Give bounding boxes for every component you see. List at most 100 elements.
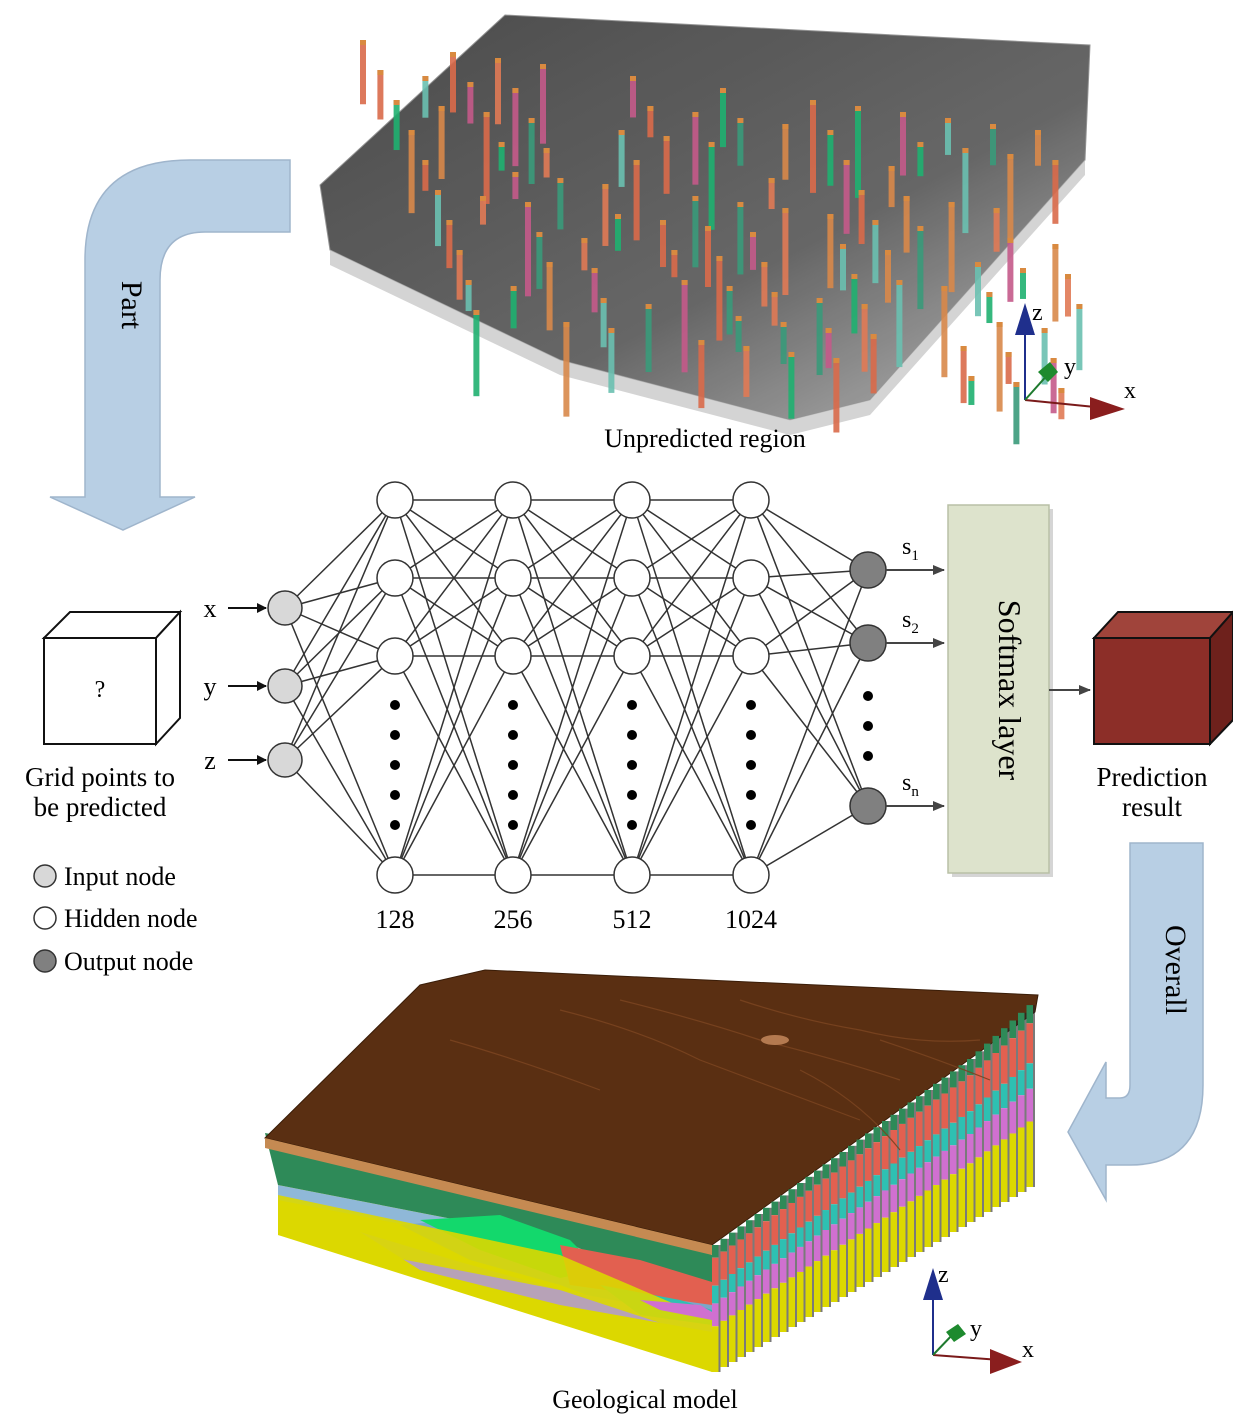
strata-stripe bbox=[882, 1121, 889, 1137]
borehole bbox=[633, 160, 640, 241]
stripe-gap bbox=[829, 1164, 831, 1307]
output-node bbox=[849, 551, 887, 589]
strata-stripe bbox=[1001, 1139, 1008, 1202]
borehole bbox=[1005, 352, 1012, 384]
input-node-y bbox=[267, 668, 303, 704]
network-edge bbox=[750, 642, 869, 657]
borehole-cap bbox=[1065, 274, 1071, 279]
borehole bbox=[896, 280, 903, 368]
strata-stripe bbox=[924, 1090, 931, 1106]
strata-stripe bbox=[873, 1127, 880, 1143]
legend-output-node: Output node bbox=[64, 947, 193, 976]
borehole bbox=[1007, 238, 1014, 302]
strata-stripe bbox=[848, 1192, 855, 1214]
borehole bbox=[645, 304, 652, 372]
unknown-class-mark: ? bbox=[95, 677, 106, 703]
hidden-node-legend-icon bbox=[33, 906, 57, 930]
borehole bbox=[377, 70, 384, 120]
strata-stripe bbox=[822, 1164, 829, 1179]
strata-stripe bbox=[788, 1277, 795, 1327]
borehole bbox=[948, 202, 955, 293]
strata-stripe bbox=[754, 1214, 761, 1228]
output-label: sn bbox=[902, 770, 919, 800]
strata-stripe bbox=[754, 1299, 761, 1347]
z-axis-arrow-icon bbox=[923, 1268, 943, 1300]
strata-stripe bbox=[916, 1096, 923, 1112]
strata-stripe bbox=[831, 1250, 838, 1302]
strata-stripe bbox=[967, 1133, 974, 1164]
borehole-cap bbox=[540, 64, 546, 69]
strata-stripe bbox=[865, 1133, 872, 1149]
strata-stripe bbox=[720, 1251, 727, 1280]
strata-stripe bbox=[916, 1111, 923, 1147]
stripe-gap bbox=[803, 1183, 806, 1322]
borehole bbox=[990, 124, 996, 166]
borehole bbox=[870, 334, 877, 394]
strata-stripe bbox=[771, 1288, 778, 1337]
borehole bbox=[615, 214, 621, 251]
borehole bbox=[602, 184, 609, 246]
strata-stripe bbox=[831, 1172, 838, 1205]
input-node-z bbox=[267, 742, 303, 778]
borehole bbox=[888, 166, 895, 208]
borehole bbox=[1020, 268, 1026, 299]
borehole-cap bbox=[546, 262, 553, 267]
borehole bbox=[698, 340, 705, 409]
borehole bbox=[557, 178, 564, 230]
prediction-caption-line1: Prediction bbox=[1097, 762, 1208, 792]
borehole-cap bbox=[716, 256, 723, 261]
strata-stripe bbox=[984, 1151, 991, 1212]
strata-stripe bbox=[865, 1228, 872, 1282]
output-node bbox=[849, 624, 887, 662]
softmax-layer-box: Softmax layer bbox=[947, 504, 1053, 877]
strata-stripe bbox=[924, 1105, 931, 1141]
hidden-node bbox=[376, 637, 414, 675]
strata-stripe bbox=[712, 1245, 719, 1258]
strata-stripe bbox=[763, 1293, 770, 1342]
strata-stripe bbox=[899, 1206, 906, 1262]
borehole bbox=[563, 322, 570, 417]
strata-stripe bbox=[992, 1114, 999, 1146]
ellipsis-dot bbox=[746, 760, 756, 770]
hidden-layer-size-label: 1024 bbox=[725, 905, 777, 934]
network-edge bbox=[512, 577, 633, 876]
strata-stripe bbox=[899, 1108, 906, 1124]
strata-stripe bbox=[712, 1257, 719, 1286]
borehole-cap bbox=[645, 304, 652, 309]
strata-stripe bbox=[950, 1145, 957, 1175]
network-edge bbox=[284, 499, 396, 609]
legend-hidden-node: Hidden node bbox=[64, 904, 198, 933]
strata-stripe bbox=[712, 1326, 719, 1372]
stripe-gap bbox=[914, 1102, 916, 1257]
input-label-y: y bbox=[204, 672, 217, 701]
borehole bbox=[465, 280, 472, 312]
borehole bbox=[855, 106, 861, 198]
strata-stripe bbox=[822, 1178, 829, 1211]
strata-stripe bbox=[975, 1127, 982, 1158]
strata-stripe bbox=[941, 1150, 948, 1180]
network-edge bbox=[512, 577, 633, 657]
hidden-node bbox=[613, 856, 651, 894]
borehole-cap bbox=[1058, 388, 1065, 393]
borehole-cap bbox=[1076, 304, 1083, 309]
borehole-cap bbox=[888, 166, 895, 171]
borehole-cap bbox=[858, 190, 865, 195]
strata-stripe bbox=[950, 1071, 957, 1088]
strata-stripe bbox=[882, 1136, 889, 1170]
strata-stripe bbox=[1026, 1005, 1033, 1024]
strata-stripe bbox=[933, 1185, 940, 1242]
strata-stripe bbox=[746, 1220, 753, 1234]
borehole bbox=[546, 262, 553, 331]
x-axis-arrow-icon bbox=[990, 1349, 1022, 1374]
borehole-cap bbox=[962, 148, 969, 153]
strata-stripe bbox=[814, 1261, 821, 1312]
borehole-cap bbox=[1052, 244, 1059, 249]
borehole-cap bbox=[498, 142, 505, 147]
borehole bbox=[647, 106, 654, 138]
borehole bbox=[941, 286, 948, 378]
borehole-cap bbox=[615, 214, 621, 219]
prediction-caption-line2: result bbox=[1122, 792, 1182, 822]
borehole-cap bbox=[456, 250, 463, 255]
strata-stripe bbox=[805, 1266, 812, 1317]
